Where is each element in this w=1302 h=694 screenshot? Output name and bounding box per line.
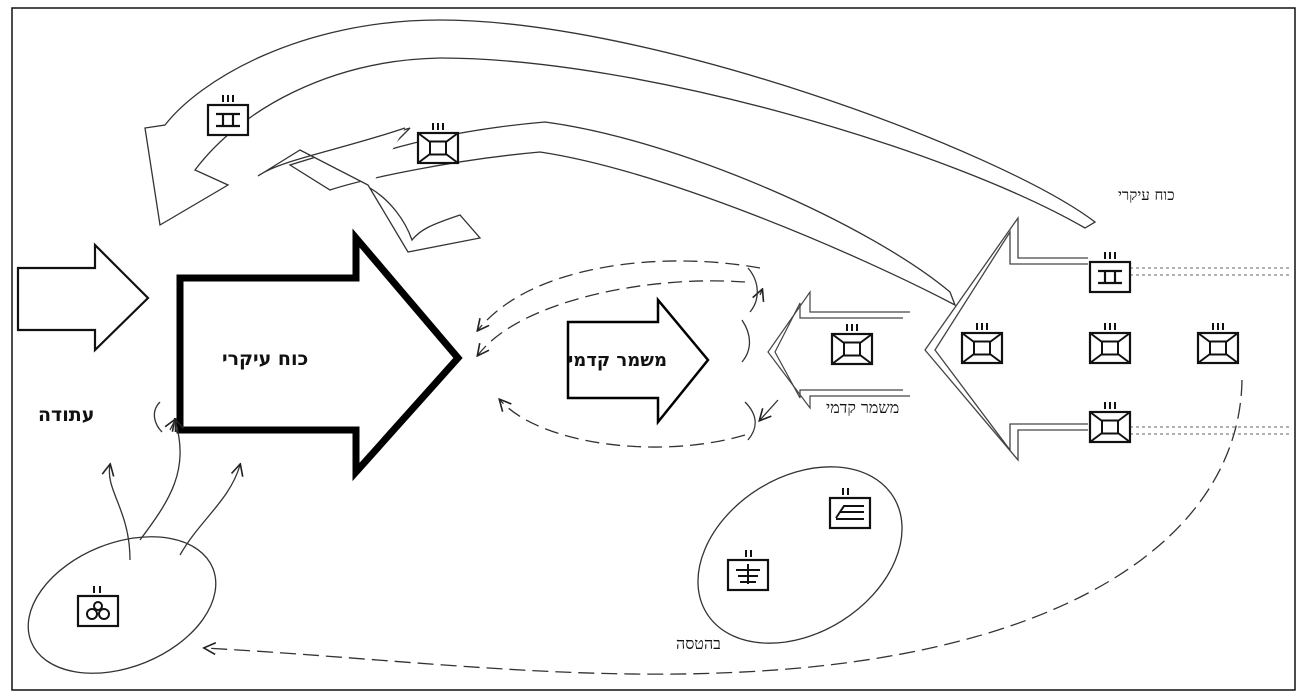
dotted-rear-lines: [1130, 267, 1290, 435]
airlift-label: בהטסה: [676, 634, 721, 653]
diagram-frame: [11, 7, 1296, 691]
advance-guard-arrow-label: משמר קדמי: [568, 350, 667, 371]
outer-flank-arrow: [144, 19, 1097, 229]
unit-symbol: [830, 322, 874, 366]
reserve-arrow: [16, 242, 150, 353]
airlifted-unit-symbol: [828, 488, 872, 530]
airlift-ellipse: [697, 466, 903, 644]
inner-flank-arrow: [257, 121, 957, 307]
unit-bridge-symbol: [1088, 250, 1132, 294]
advance-guard-right-label: משמר קדמי: [826, 398, 900, 417]
main-force-label: כוח עיקרי: [222, 348, 309, 370]
artillery-unit-symbol: [76, 586, 120, 628]
advance-guard-dashed-arrows: [478, 260, 762, 448]
long-dashed-return-arrow: [205, 379, 1243, 675]
reserve-deploy-arrows: [109, 401, 240, 561]
airlifted-unit-symbol: [726, 550, 770, 592]
main-force-top-right-label: כוח עיקרי: [1118, 186, 1175, 204]
unit-symbol: [1196, 321, 1240, 365]
unit-symbol: [1088, 321, 1132, 365]
unit-symbol: [1088, 400, 1132, 444]
advance-guard-small-arcs: [741, 267, 779, 441]
reserve-ellipse: [27, 536, 217, 674]
reserve-label: עתודה: [38, 404, 95, 426]
main-force-arrow: [176, 228, 463, 482]
main-axis-arrow: [924, 215, 1088, 462]
unit-symbol: [416, 121, 460, 165]
advance-guard-arrow: [566, 296, 710, 426]
advance-guard-spur: [767, 290, 910, 410]
